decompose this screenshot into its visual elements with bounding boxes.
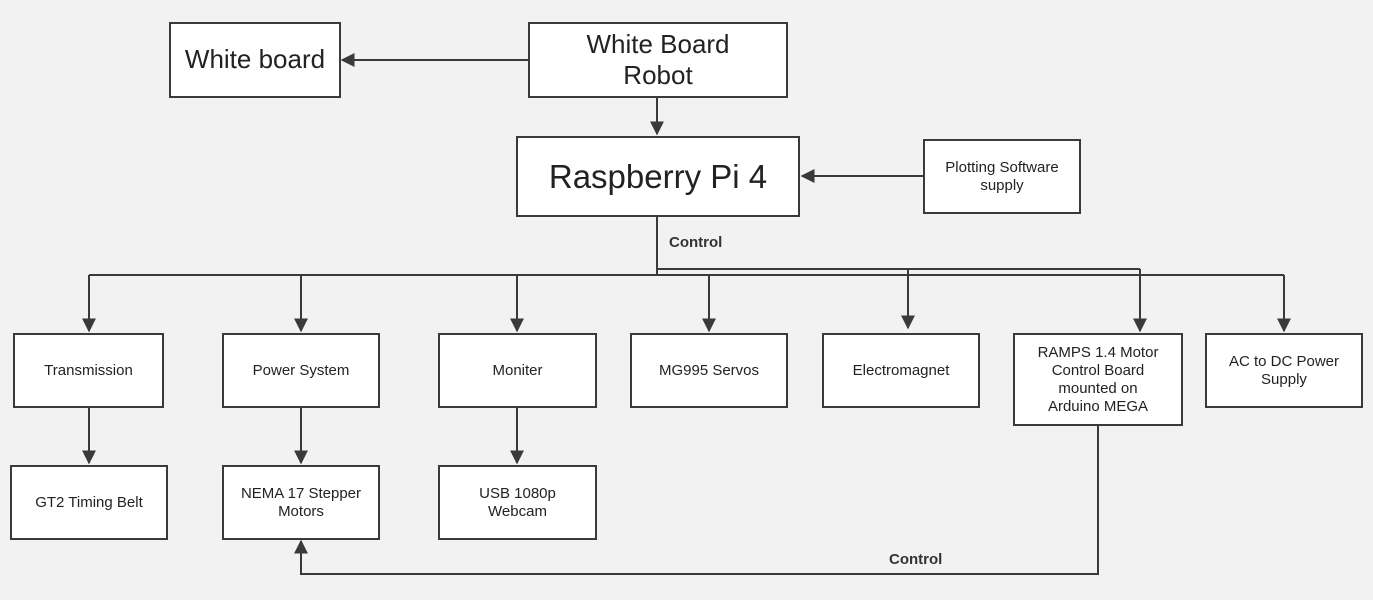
node-whiteboard: White board: [169, 22, 341, 98]
node-timing-belt: GT2 Timing Belt: [10, 465, 168, 540]
node-webcam: USB 1080p Webcam: [438, 465, 597, 540]
node-raspberry-pi: Raspberry Pi 4: [516, 136, 800, 217]
node-monitor: Moniter: [438, 333, 597, 408]
node-stepper-motors: NEMA 17 Stepper Motors: [222, 465, 380, 540]
node-whiteboard-label: White board: [184, 44, 326, 75]
edge-label-control-top: Control: [669, 234, 723, 251]
node-electromagnet: Electromagnet: [822, 333, 980, 408]
node-monitor-label: Moniter: [492, 361, 543, 379]
arrow-ramps-to-nema: [294, 425, 1099, 575]
node-acdc-supply: AC to DC Power Supply: [1205, 333, 1363, 408]
node-webcam-label: USB 1080p Webcam: [479, 484, 556, 520]
node-stepper-motors-label: NEMA 17 Stepper Motors: [240, 484, 362, 520]
node-ramps-board: RAMPS 1.4 Motor Control Board mounted on…: [1013, 333, 1183, 426]
node-robot-label: White Board Robot: [586, 28, 730, 90]
node-servos: MG995 Servos: [630, 333, 788, 408]
node-electromagnet-label: Electromagnet: [852, 361, 950, 379]
edge-label-control-bottom: Control: [889, 551, 943, 568]
node-robot: White Board Robot: [528, 22, 788, 98]
node-servos-label: MG995 Servos: [658, 361, 760, 379]
node-raspberry-pi-label: Raspberry Pi 4: [548, 157, 768, 195]
node-plotting-software-label: Plotting Software supply: [945, 158, 1059, 194]
node-transmission: Transmission: [13, 333, 164, 408]
node-plotting-software: Plotting Software supply: [923, 139, 1081, 214]
node-transmission-label: Transmission: [44, 361, 133, 379]
node-acdc-supply-label: AC to DC Power Supply: [1228, 352, 1340, 388]
node-timing-belt-label: GT2 Timing Belt: [35, 493, 143, 511]
node-power-system-label: Power System: [252, 361, 350, 379]
node-power-system: Power System: [222, 333, 380, 408]
node-ramps-board-label: RAMPS 1.4 Motor Control Board mounted on…: [1037, 343, 1159, 415]
